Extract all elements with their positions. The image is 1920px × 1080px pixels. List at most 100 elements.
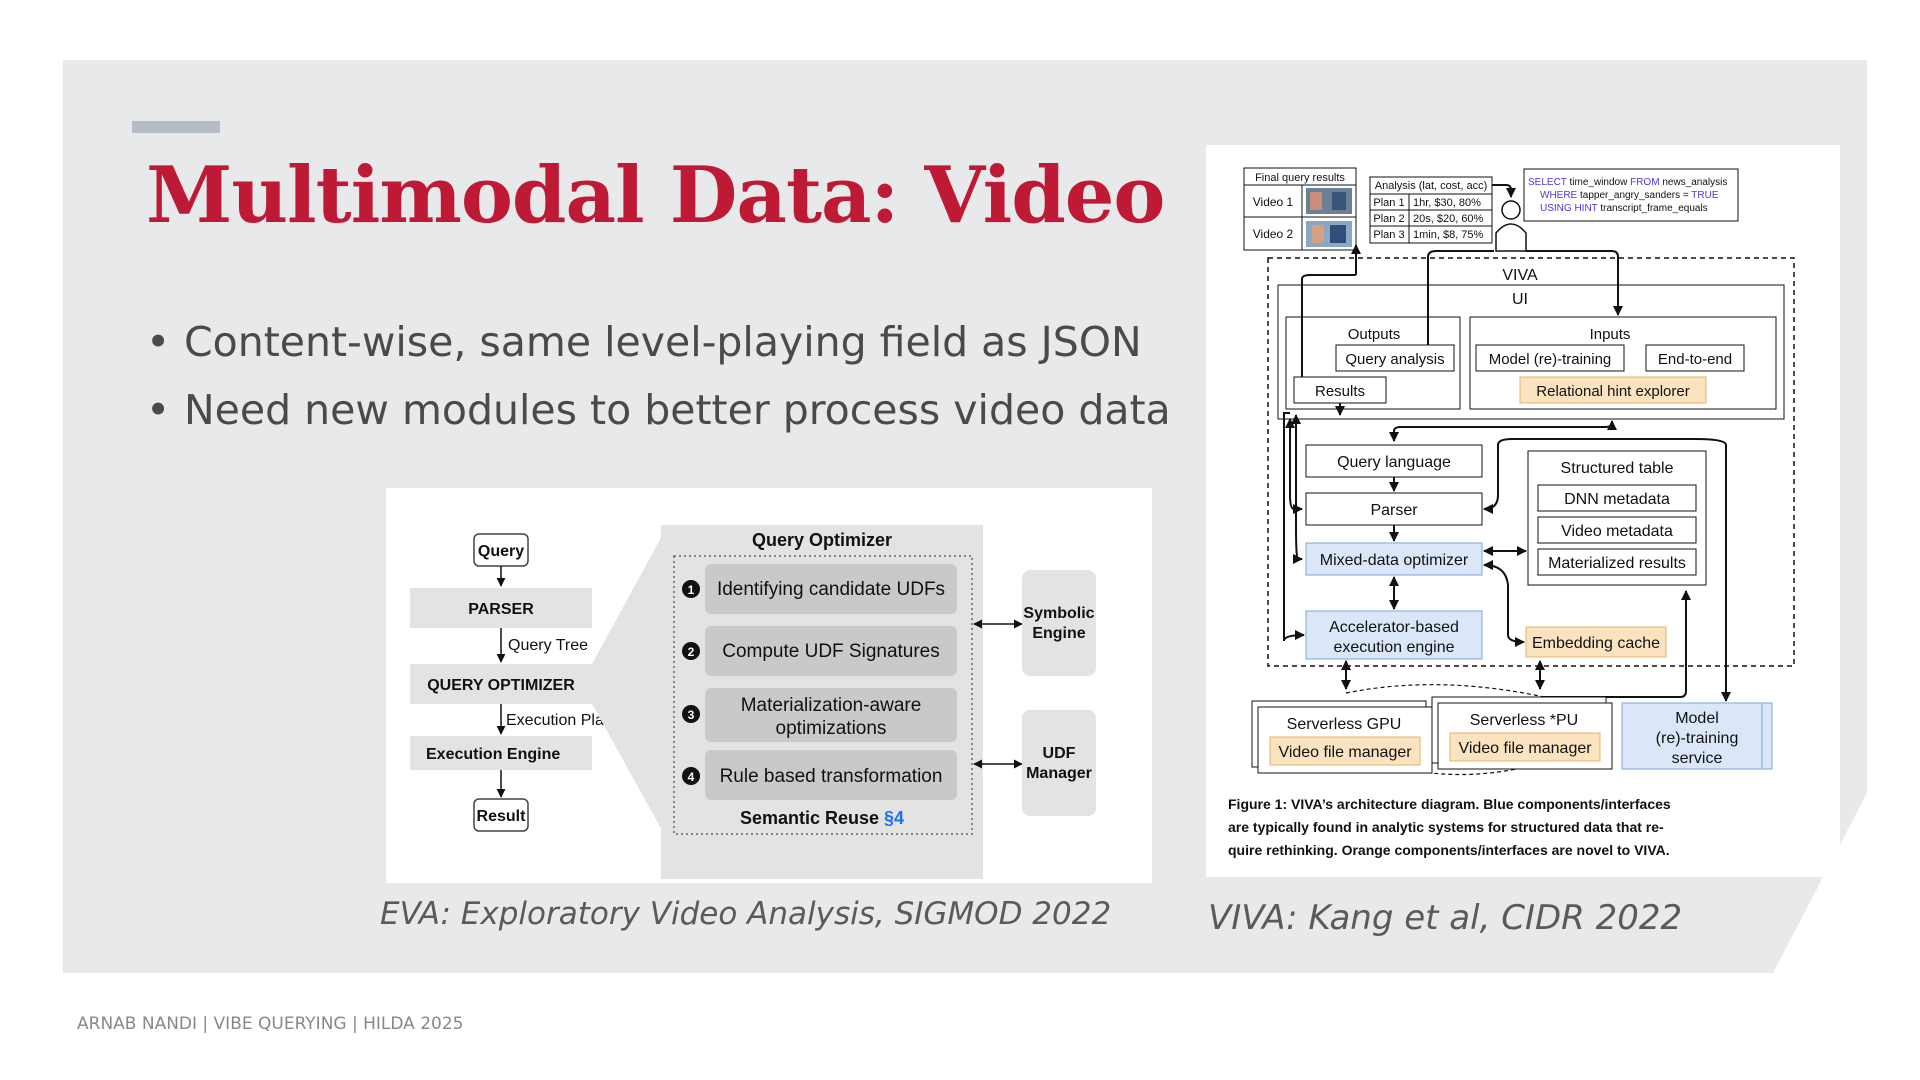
viva-connector [1283,412,1305,642]
eva-udf-label-2: Manager [1026,765,1092,782]
eva-optimizer-box [410,664,592,704]
bullet-text: Need new modules to better process video… [184,386,1171,434]
viva-ui-frame [1277,284,1785,420]
viva-structured-table-label: Structured table [1561,460,1674,477]
viva-analysis-header: Analysis (lat, cost, acc) [1375,180,1487,192]
viva-end-to-end-label: End-to-end [1658,351,1732,368]
eva-section-ref: §4 [884,808,904,828]
viva-plan-value: 1min, $8, 75% [1413,229,1484,241]
step-number-badge [682,705,700,723]
viva-connector [1526,250,1623,316]
viva-plan-name: Plan 1 [1373,197,1404,209]
step-number: 4 [688,770,695,784]
viva-query-analysis-box [1335,344,1455,372]
sql-text: news_analysis [1660,177,1728,188]
viva-dashed-link [1385,762,1541,776]
title-accent-bar [132,121,220,133]
eva-step-box [705,564,957,614]
eva-step-label: Identifying candidate UDFs [717,579,945,600]
eva-zoom-wedge [592,525,668,841]
viva-inputs-label: Inputs [1590,326,1631,343]
eva-dotted-frame [673,555,973,835]
viva-video-file-manager-label: Video file manager [1278,744,1412,761]
viva-outputs-box [1285,316,1461,410]
sql-keyword: SELECT [1528,177,1567,188]
caption-viva: VIVA: Kang et al, CIDR 2022 [1208,898,1683,938]
eva-symbolic-label-2: Engine [1032,625,1085,642]
viva-model-service-label-3: service [1672,750,1723,767]
viva-plan-value: 20s, $20, 60% [1413,213,1484,225]
viva-model-service-label-2: (re)-training [1656,730,1739,747]
viva-end-to-end-box [1645,344,1745,372]
viva-label: VIVA [1502,267,1538,284]
eva-symbolic-engine-box [1022,570,1096,676]
viva-relational-hint-box [1519,376,1707,404]
eva-execution-plan-label: Execution Plan [506,712,613,729]
viva-figure-caption: quire rethinking. Orange components/inte… [1228,842,1670,858]
step-number-badge [682,767,700,785]
viva-plan-value: 1hr, $30, 80% [1413,197,1481,209]
eva-step-label: Rule based transformation [720,766,943,787]
viva-materialized-label: Materialized results [1548,555,1686,572]
eva-diagram: Query PARSER Query Tree QUERY OPTIMIZER … [410,525,1096,879]
viva-sql-line: USING HINT transcript_frame_equals [1540,203,1708,214]
eva-udf-manager-box [1022,710,1096,816]
viva-sql-line: SELECT time_window FROM news_analysis [1528,177,1727,188]
eva-parser-box [410,588,592,628]
viva-connector [1389,420,1617,442]
user-icon-head [1501,200,1521,220]
step-number-badge [682,642,700,660]
viva-serverless-pu-label: Serverless *PU [1470,712,1578,729]
eva-panel-title: Query Optimizer [752,530,892,550]
sql-keyword: TRUE [1691,190,1719,201]
viva-connector [1301,274,1356,377]
viva-relational-hint-label: Relational hint explorer [1536,383,1689,400]
step-number: 1 [688,583,695,597]
bullet-list: • Content-wise, same level-playing field … [146,308,1171,444]
viva-video-metadata-label: Video metadata [1561,523,1673,540]
eva-optimizer-label: QUERY OPTIMIZER [427,677,575,694]
viva-model-retraining-box [1475,344,1625,372]
viva-mixed-optimizer-label: Mixed-data optimizer [1320,552,1469,569]
eva-diagram-panel: Query PARSER Query Tree QUERY OPTIMIZER … [386,488,1152,883]
step-number-badge [682,580,700,598]
bullet-dot: • [146,386,171,434]
bullet-text: Content-wise, same level-playing field a… [184,318,1142,366]
eva-udf-label: UDF [1043,745,1076,762]
eva-step-label-line2: optimizations [776,718,887,739]
viva-video2-label: Video 2 [1253,227,1294,241]
eva-semantic-reuse: Semantic Reuse §4 [740,808,904,828]
viva-ui-label: UI [1512,291,1528,308]
bullet-item: •Content-wise, same level-playing field … [146,308,1171,376]
viva-model-retraining-label: Model (re)-training [1489,351,1612,368]
eva-step-box [705,688,957,742]
video-thumbnail-detail [1312,225,1324,243]
viva-connector [1427,250,1494,345]
eva-engine-label: Execution Engine [426,746,560,763]
viva-plan-name: Plan 2 [1373,213,1404,225]
viva-inputs-box [1469,316,1777,410]
sql-keyword: FROM [1630,177,1659,188]
viva-sql-line: WHERE tapper_angry_sanders = TRUE [1540,190,1719,201]
sql-text: tapper_angry_sanders = [1577,190,1691,201]
viva-results-label: Results [1315,383,1365,400]
viva-model-service-label: Model [1675,710,1719,727]
viva-accelerator-box [1305,610,1483,660]
caption-eva: EVA: Exploratory Video Analysis, SIGMOD … [380,896,1112,932]
viva-serverless-gpu-label: Serverless GPU [1287,716,1402,733]
sql-text: transcript_frame_equals [1598,203,1708,214]
slide-footer: ARNAB NANDI | VIBE QUERYING | HILDA 2025 [77,1014,464,1034]
eva-query-tree-label: Query Tree [508,637,588,654]
viva-sql-box [1523,168,1739,222]
eva-step-box [705,750,957,800]
viva-plan-name: Plan 3 [1373,229,1404,241]
video-thumbnail-detail [1310,192,1322,210]
eva-parser-label: PARSER [468,601,534,618]
viva-figure-caption: Figure 1: VIVA’s architecture diagram. B… [1228,796,1671,812]
eva-engine-box [410,736,592,770]
sql-text: time_window [1567,177,1630,188]
eva-step-box [705,626,957,676]
viva-dashed-link [1345,684,1563,702]
viva-connector [1291,414,1303,564]
viva-dnn-metadata-label: DNN metadata [1564,491,1670,508]
